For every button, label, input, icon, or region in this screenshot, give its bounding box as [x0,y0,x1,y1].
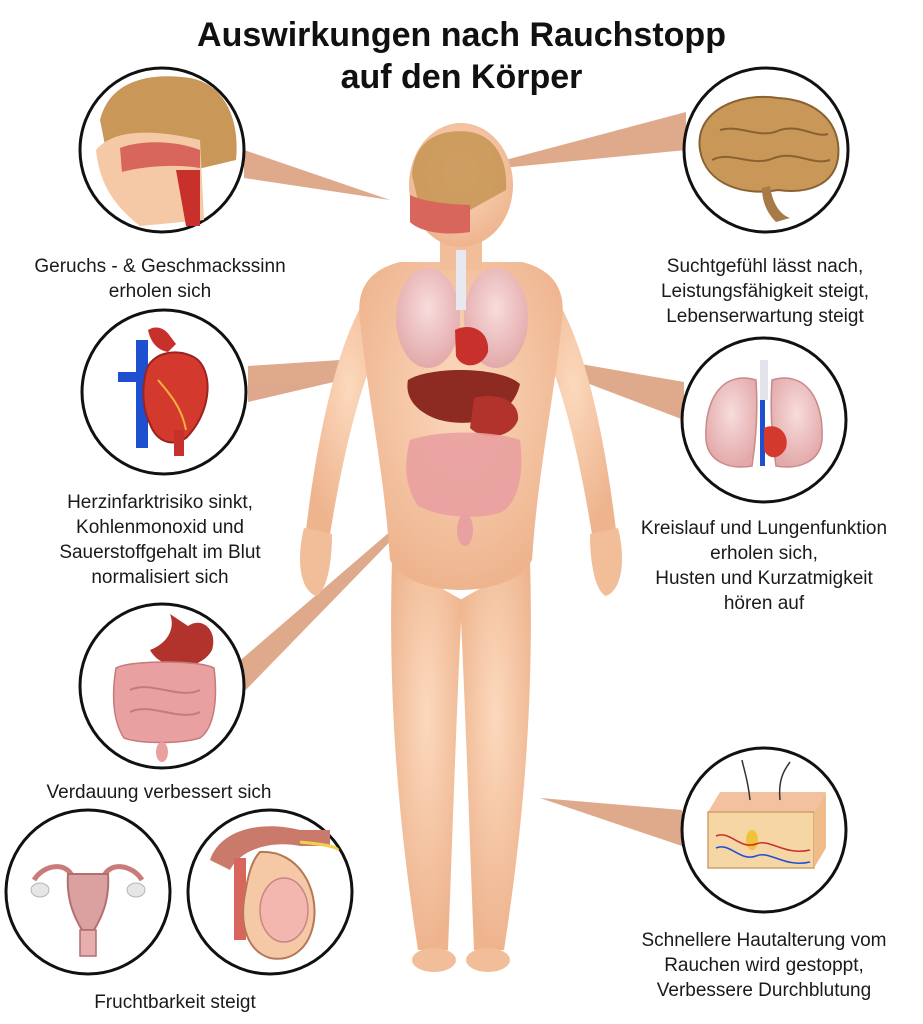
caption-line: Kohlenmonoxid und [76,517,244,538]
testis-icon [186,808,354,976]
pointer-brain [460,112,686,172]
caption-line: Herzinfarktrisiko sinkt, [67,492,253,513]
caption-line: Fruchtbarkeit steigt [94,992,256,1013]
caption-line: erholen sich [108,281,212,302]
page-title: Auswirkungen nach Rauchstopp auf den Kör… [0,14,923,98]
caption-line: Sauerstoffgehalt im Blut [59,542,261,563]
caption-line: hören auf [723,593,805,614]
caption-line: Schnellere Hautalterung vom [641,930,887,951]
caption-line: Leistungsfähigkeit steigt, [660,281,870,302]
uterus-icon [4,808,172,976]
head-section-icon [78,66,246,234]
caption-line: Lebenserwartung steigt [666,306,864,327]
title-line-2: auf den Körper [340,58,583,96]
caption-line: Suchtgefühl lässt nach, [666,256,864,277]
title-line-1: Auswirkungen nach Rauchstopp [197,16,726,54]
heart-icon [80,308,248,476]
lungs-icon [680,336,848,504]
caption-digestion: Verdauung verbessert sich [14,780,304,805]
caption-line: normalisiert sich [91,567,229,588]
caption-line: Verdauung verbessert sich [46,782,272,803]
caption-lungs: Kreislauf und Lungenfunktion erholen sic… [614,516,914,616]
pointer-skin [540,798,682,846]
caption-line: Kreislauf und Lungenfunktion [640,518,888,539]
caption-skin: Schnellere Hautalterung vom Rauchen wird… [614,928,914,1003]
caption-line: Rauchen wird gestoppt, [664,955,864,976]
caption-line: Verbessere Durchblutung [656,980,872,1001]
skin-section-icon [680,746,848,914]
caption-heart: Herzinfarktrisiko sinkt, Kohlenmonoxid u… [30,490,290,590]
digestive-tract-icon [78,602,246,770]
pointer-head [244,150,390,200]
caption-line: Husten und Kurzatmigkeit [655,568,873,589]
caption-line: erholen sich, [710,543,818,564]
body-organs [396,250,528,546]
caption-fertility: Fruchtbarkeit steigt [40,990,310,1015]
caption-line: Geruchs - & Geschmackssinn [34,256,286,277]
body-head-section [410,131,507,234]
caption-brain: Suchtgefühl lässt nach, Leistungsfähigke… [612,254,918,329]
brain-icon [682,66,850,234]
caption-smell-taste: Geruchs - & Geschmackssinn erholen sich [10,254,310,304]
